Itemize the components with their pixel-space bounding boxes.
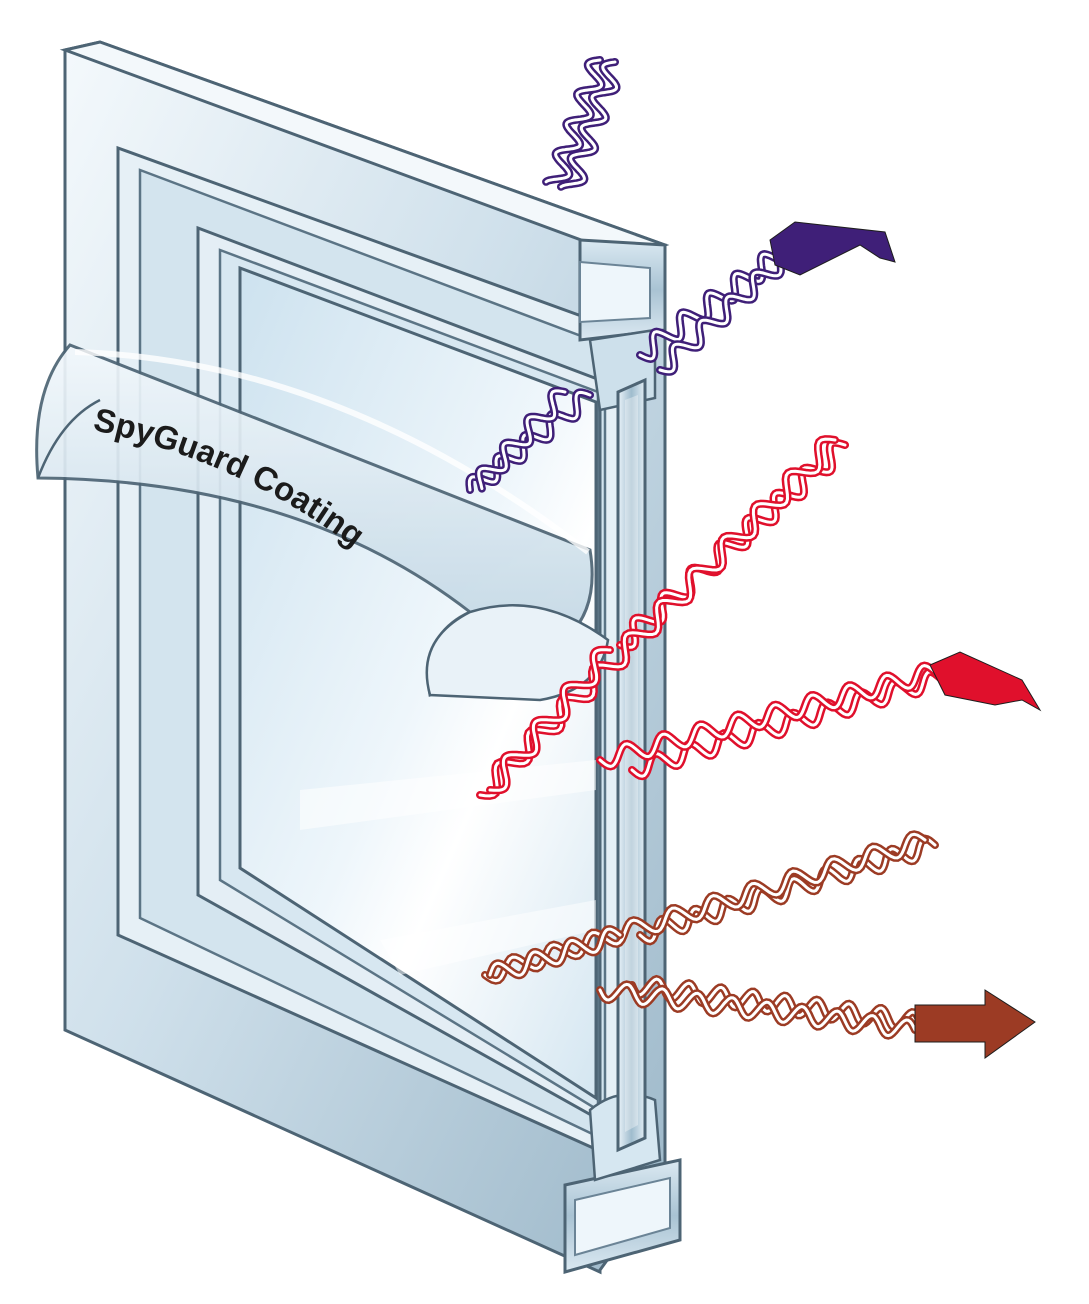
glass-pane-icon [616, 377, 647, 1153]
wave-ray-icon-core [658, 260, 783, 374]
wave-ray-icon-core [488, 648, 612, 792]
arrow-head-icon [929, 651, 1042, 712]
wave-ray-icon-core [488, 927, 622, 977]
wave-ray-icon-core [544, 58, 603, 184]
wave-rays [465, 56, 1042, 1059]
wave-ray-icon-core [638, 252, 777, 361]
wave-ray-icon-core [483, 832, 927, 983]
wave-ray-icon-core [598, 982, 917, 1038]
wave-ray-icon-core [467, 390, 592, 492]
wave-ray-icon-core [598, 664, 937, 768]
wave-ray-icon-core [559, 60, 618, 189]
arrow-head-icon [914, 989, 1036, 1059]
wave-ray-icon-core [477, 389, 567, 491]
arrow-head-icon [769, 221, 896, 276]
wave-ray-icon-core [630, 670, 942, 778]
